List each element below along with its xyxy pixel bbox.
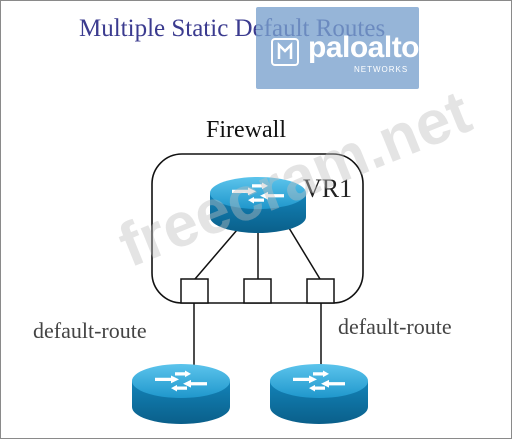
default-route-left-label: default-route: [33, 318, 147, 343]
router-right: [270, 364, 368, 424]
router-vr1: [210, 177, 306, 233]
firewall-label: Firewall: [206, 117, 286, 143]
vr1-label: VR1: [303, 174, 353, 203]
link-vr1-if3: [285, 222, 321, 280]
paloalto-sub: NETWORKS: [354, 65, 409, 74]
interface-box-3: [306, 278, 335, 304]
paloalto-brand: paloalto: [308, 31, 420, 64]
interface-box-2: [243, 278, 272, 304]
paloalto-badge: paloalto NETWORKS: [256, 7, 420, 89]
interface-box-1: [180, 278, 209, 304]
link-vr1-if1: [194, 222, 244, 280]
paloalto-logo-icon: [271, 38, 299, 66]
default-route-right-label: default-route: [338, 314, 452, 339]
router-left: [132, 364, 230, 424]
